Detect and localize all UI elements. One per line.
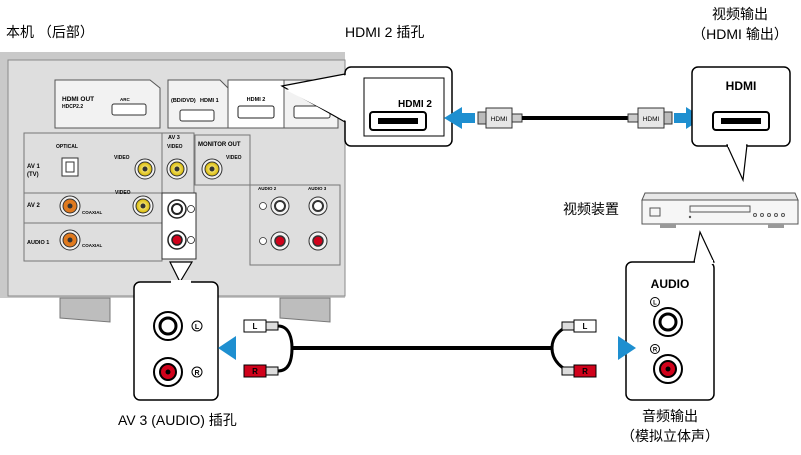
optical-label: OPTICAL xyxy=(56,144,78,150)
rca-stereo-cable: L R L R xyxy=(218,319,636,378)
hdmi-arrow-left xyxy=(444,107,462,129)
audio2-l-rca xyxy=(259,196,290,216)
video-device xyxy=(641,192,799,228)
tv-label: (TV) xyxy=(27,172,39,178)
hdmi-plug-left-label: HDMI xyxy=(491,116,508,123)
audio-out-r-jack: R xyxy=(650,344,683,384)
audio2-r-rca xyxy=(259,231,290,251)
hdcp-label: HDCP2.2 xyxy=(62,104,83,110)
bd-dvd-label: (BD/DVD) xyxy=(171,98,196,104)
video-output-label-2: （HDMI 输出） xyxy=(692,26,788,42)
hdmi2-callout: HDMI 2 xyxy=(280,66,453,147)
rca-left-plug-l-label: L xyxy=(253,322,258,331)
audio1-coaxial-rca xyxy=(59,229,81,251)
rca-arrow-right xyxy=(618,336,636,360)
av1-video-label: VIDEO xyxy=(114,155,130,161)
receiver-rear-panel: HDMI OUT HDCP2.2 ARC (BD/DVD) HDMI 1 HDM… xyxy=(0,52,346,323)
av1-video-rca xyxy=(134,158,156,180)
optical-port-inner xyxy=(65,161,75,173)
audio-output-callout: AUDIO L R xyxy=(625,230,715,401)
audio1-coaxial-label: COAXIAL xyxy=(82,243,103,248)
audio-out-l-jack: L xyxy=(650,297,683,337)
rca-right-plug-l-label: L xyxy=(583,322,588,331)
video-output-label-1: 视频输出 xyxy=(712,6,768,22)
av2-coaxial-label: COAXIAL xyxy=(82,210,103,215)
av3-audio-callout: L R xyxy=(133,261,219,401)
panel-foot-right xyxy=(279,297,331,323)
av1-label: AV 1 xyxy=(27,164,41,170)
device-top xyxy=(641,192,799,201)
rca-arrow-left xyxy=(218,336,236,360)
hdmi-plug-left-tip xyxy=(477,111,487,125)
audio1-label: AUDIO 1 xyxy=(27,240,49,246)
av3-label: AV 3 xyxy=(168,135,180,141)
hdmi-boot-left xyxy=(511,113,523,123)
video-device-label: 视频装置 xyxy=(563,201,619,217)
hdmi-plug-right-tip xyxy=(663,111,673,125)
hdmi1-jack: (BD/DVD) HDMI 1 xyxy=(167,79,229,129)
rca-right-plug-l xyxy=(573,319,597,333)
hdmi-out-jack: HDMI OUT HDCP2.2 ARC xyxy=(54,79,161,129)
device-tray xyxy=(689,205,751,213)
av3-audio-l-mark: L xyxy=(195,324,200,331)
av3-video-label: VIDEO xyxy=(167,144,183,150)
av3-audio-jack-label: AV 3 (AUDIO) 插孔 xyxy=(118,412,237,428)
monitor-video-label: VIDEO xyxy=(226,155,242,161)
audio-out-l-mark: L xyxy=(653,301,657,307)
hdmi-arrow-right-tail xyxy=(674,113,688,123)
hdmi-output-callout: HDMI xyxy=(691,66,791,183)
optical-port xyxy=(61,157,79,177)
device-power xyxy=(649,207,661,217)
av3-audio-r-jack: R xyxy=(153,357,203,387)
audio3-l-rca xyxy=(308,196,328,216)
hdmi-boot-right xyxy=(627,113,639,123)
hdmi-out-label: HDMI OUT xyxy=(62,96,94,103)
audio2-label: AUDIO 2 xyxy=(258,186,277,191)
monitor-out-rca xyxy=(201,158,223,180)
arc-label: ARC xyxy=(120,97,130,102)
audio3-r-rca xyxy=(308,231,328,251)
panel-foot-left xyxy=(59,297,111,323)
device-foot-right xyxy=(768,224,784,228)
av3-audio-l-jack: L xyxy=(153,311,203,341)
hdmi2-panel-jack: HDMI 2 xyxy=(227,79,285,129)
device-foot-left xyxy=(660,224,676,228)
hdmi-plug-right-label: HDMI xyxy=(643,116,660,123)
audio3-label: AUDIO 3 xyxy=(308,186,327,191)
audio-callout-label: AUDIO xyxy=(651,277,690,291)
hdmi-arrow-left-tail xyxy=(461,113,475,123)
unit-rear-label: 本机 （后部） xyxy=(6,24,94,40)
av3-audio-r-mark: R xyxy=(194,370,199,377)
hdmi2-jack-label: HDMI 2 插孔 xyxy=(345,24,425,40)
rca-left-plug-r-label: R xyxy=(252,367,258,376)
av3-video-rca xyxy=(166,158,188,180)
audio-output-label-1: 音频输出 xyxy=(642,408,698,424)
av2-video-rca xyxy=(132,195,154,217)
av2-video-label: VIDEO xyxy=(115,190,131,196)
monitor-out-label: MONITOR OUT xyxy=(198,142,241,148)
hdmi2-panel-label: HDMI 2 xyxy=(247,97,266,103)
av2-label: AV 2 xyxy=(27,203,41,209)
hdmi-cable: HDMI HDMI xyxy=(444,107,703,129)
audio23-frame xyxy=(249,184,341,266)
av3-audio-panel-r xyxy=(167,230,195,250)
audio-out-r-mark: R xyxy=(653,348,658,354)
monitor-out-frame xyxy=(194,134,251,186)
audio-output-label-2: （模拟立体声） xyxy=(621,428,719,444)
hdmi-output-callout-label: HDMI xyxy=(726,79,757,93)
av2-coaxial-rca xyxy=(59,195,81,217)
rca-right-plug-r xyxy=(573,364,597,378)
hdmi1-panel-label: HDMI 1 xyxy=(200,98,219,104)
rca-right-plug-r-label: R xyxy=(582,367,588,376)
hdmi2-callout-label: HDMI 2 xyxy=(398,99,432,110)
av3-audio-panel-l xyxy=(167,199,195,219)
